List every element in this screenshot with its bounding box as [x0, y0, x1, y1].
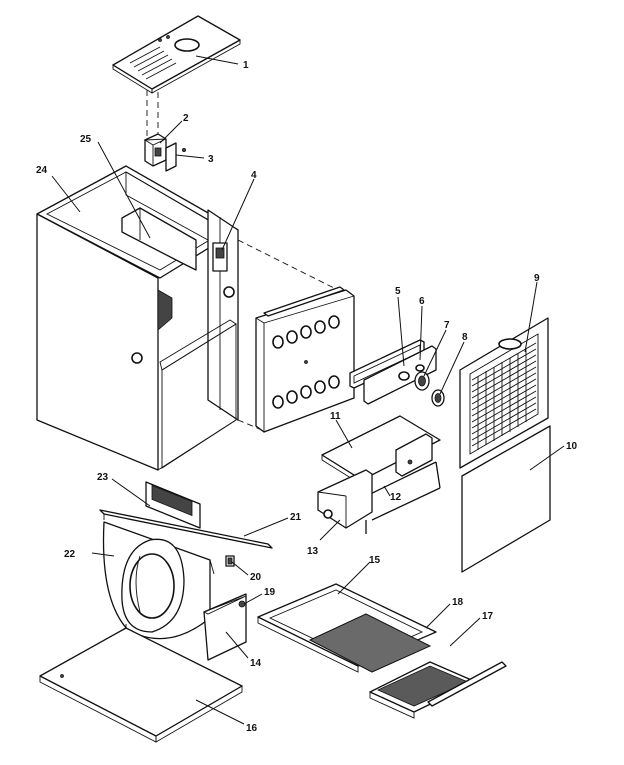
top-cover-alignment-lines: [146, 90, 159, 140]
top-cover-vent-slots: [129, 35, 177, 80]
callout-10: 10: [566, 441, 578, 452]
limit-switch-bracket: [143, 133, 167, 167]
callout-4: 4: [251, 170, 257, 181]
callout-24: 24: [36, 165, 48, 176]
callout-23: 23: [97, 472, 109, 483]
louvered-upper-door: [459, 317, 549, 469]
callout-14: 14: [250, 658, 262, 669]
heater-strip-mount: [363, 345, 437, 405]
back-access-panel: [255, 286, 355, 433]
callout-20: 20: [250, 572, 262, 583]
callout-8: 8: [462, 332, 468, 343]
callout-2: 2: [183, 113, 189, 124]
callout-13: 13: [307, 546, 319, 557]
callout-labels: 1 2 3 4 5 6 7 8 9 10 11 12 13 14 15 16 1…: [36, 60, 578, 734]
callout-6: 6: [419, 296, 425, 307]
blower-rail: [99, 509, 273, 549]
top-cover-panel: [112, 15, 241, 94]
bottom-base-pan: [39, 624, 243, 743]
filter-rod: [427, 661, 507, 707]
callout-15: 15: [369, 555, 381, 566]
back-panel-holes: [272, 315, 340, 409]
callout-16: 16: [246, 723, 258, 734]
lower-door-panel: [461, 425, 551, 573]
callout-9: 9: [534, 273, 540, 284]
sensor-ring-small: [431, 389, 445, 407]
blower-housing: [102, 521, 215, 640]
callout-11: 11: [330, 411, 341, 422]
blower-outlet: [145, 481, 201, 529]
callout-3: 3: [208, 154, 214, 165]
callout-21: 21: [290, 512, 302, 523]
filter-media-large: [308, 613, 432, 673]
callout-19: 19: [264, 587, 276, 598]
leader-lines: [51, 55, 565, 725]
callout-25: 25: [80, 134, 92, 145]
filter-rack-base: [317, 469, 373, 534]
switch-clip: [165, 142, 186, 172]
callout-1: 1: [243, 60, 249, 71]
callout-18: 18: [452, 597, 464, 608]
callout-12: 12: [390, 492, 402, 503]
callout-22: 22: [64, 549, 76, 560]
control-box-bracket: [212, 242, 228, 272]
filter-rack-rods: [357, 433, 441, 521]
callout-7: 7: [444, 320, 450, 331]
sensor-ring: [414, 371, 430, 391]
callout-5: 5: [395, 286, 401, 297]
callout-17: 17: [482, 611, 494, 622]
inner-baffle: [121, 207, 197, 271]
blower-clip: [225, 555, 235, 567]
door-louvers: [471, 342, 537, 450]
back-panel-alignment-lines: [237, 239, 339, 431]
